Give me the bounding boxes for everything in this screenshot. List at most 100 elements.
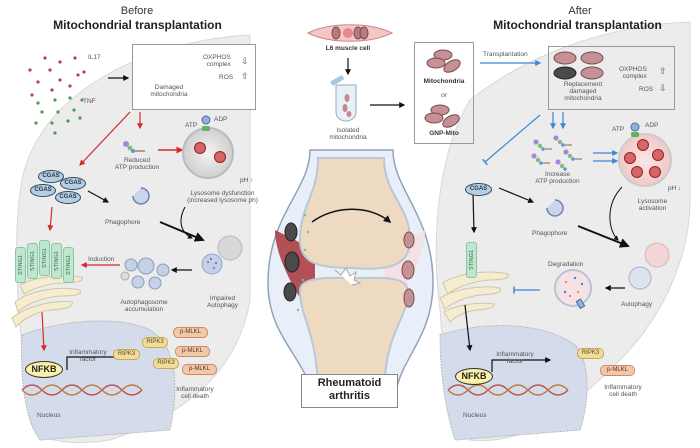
cgas-protein: CGAS	[30, 184, 56, 197]
right-nucleus	[439, 325, 588, 441]
degradation-lysosome	[554, 269, 592, 307]
induction-label: Induction	[88, 256, 115, 263]
oxphos-up-icon: ⇧	[659, 66, 667, 76]
tnf-label: TNF	[83, 98, 96, 105]
ripk3-badge: RIPK3	[153, 358, 179, 369]
cgas-to-phagophore-arrow-right	[498, 187, 535, 203]
phagophore-arrow	[159, 221, 205, 242]
nucleus-label-left: Nucleus	[37, 412, 61, 419]
phagophore-to-autophagy-arrow	[577, 225, 630, 248]
oxphos-down-icon: ⇩	[241, 56, 249, 66]
mitochondria-source-box: Mitochondria or GNP-Mito	[414, 42, 474, 144]
healthy-mitochondria-source	[424, 49, 461, 128]
red-arrow-to-nfkb	[40, 311, 47, 352]
cgas-protein-right: CGAS	[465, 183, 492, 196]
autolysosome-phagosome	[628, 266, 652, 290]
atp-molecules-right	[531, 135, 582, 171]
gnp-mito-option: GNP-Mito	[429, 130, 459, 137]
right-title-main: Mitochondrial transplantation	[493, 18, 662, 32]
or-label: or	[441, 92, 447, 99]
sting1-protein: STING1	[51, 243, 62, 279]
ripk3-badge: RIPK3	[142, 337, 168, 348]
cgas-to-phagophore-arrow	[87, 190, 110, 203]
lysosome-dysfunction-label: Lysosome dysfunction(increased lysosome …	[187, 190, 258, 204]
ros-label: ROS	[219, 74, 234, 81]
adp-label-right: ADP	[645, 122, 659, 129]
phagophore-label-left: Phagophore	[105, 219, 141, 226]
ros-label-right: ROS	[639, 86, 654, 93]
ros-up-icon: ⇧	[241, 71, 249, 81]
dna-helix-right	[447, 384, 569, 396]
l6-muscle-cell-label: L6 muscle cell	[325, 45, 371, 52]
left-title-main: Mitochondrial transplantation	[53, 18, 222, 32]
autolysosome-lysosome	[644, 242, 670, 268]
cgas-protein: CGAS	[55, 191, 81, 204]
golgi-right	[439, 271, 509, 323]
cgas-protein: CGAS	[60, 177, 86, 190]
phagophore-label-right: Phagophore	[532, 230, 568, 237]
adp-label-left: ADP	[214, 116, 228, 123]
ph-down-label: pH ↓	[668, 185, 682, 192]
il17-dots	[28, 56, 86, 97]
nfkb-right: NFKB	[455, 368, 493, 385]
nfkb-left: NFKB	[25, 361, 63, 378]
hplus-ion	[194, 142, 206, 154]
red-arrow-to-sting	[47, 206, 54, 232]
tnf-dots	[34, 96, 84, 135]
phagophore-right	[546, 199, 564, 217]
left-transcription-arrow	[66, 354, 125, 370]
pmlkl-badge: p-MLKL	[182, 364, 217, 375]
ripk3-badge-right: RIPK3	[577, 348, 604, 359]
phagophore-left	[132, 187, 150, 205]
cgas-protein: CGAS	[38, 170, 64, 183]
lysosome-curve-arrow	[180, 206, 193, 239]
pmlkl-badge: p-MLKL	[175, 346, 210, 357]
sting1-protein: STING1	[63, 247, 74, 283]
atp-label-left: ATP	[185, 122, 198, 129]
right-transcription-arrow	[491, 357, 552, 372]
nucleus-label-right: Nucleus	[463, 412, 487, 419]
mitochondria-option: Mitochondria	[423, 78, 465, 85]
hplus-ion	[214, 151, 226, 163]
ph-up-label: pH ↑	[240, 177, 254, 184]
impaired-lysosome	[217, 235, 243, 261]
pmlkl-badge: p-MLKL	[173, 327, 208, 338]
sting1-protein: STING1	[15, 247, 26, 283]
eppendorf-tube	[335, 84, 357, 122]
replacement-mitochondria	[553, 51, 604, 80]
autophagy-label: Autophagy	[621, 301, 653, 308]
il17-label: IL17	[88, 54, 101, 61]
atpase-pump	[201, 115, 211, 125]
right-title-after: After	[568, 5, 592, 17]
ripk3-badge: RIPK3	[113, 349, 140, 360]
pmlkl-badge-right: p-MLKL	[600, 365, 635, 376]
transplantation-label: Transplantation	[483, 51, 528, 58]
impaired-autophagosome	[201, 253, 223, 275]
atp-molecule-left	[123, 141, 145, 153]
autophagosome-accumulation	[124, 257, 170, 290]
lysosome-activation-curve	[609, 186, 623, 241]
degradation-label: Degradation	[548, 261, 584, 268]
rheumatoid-joint	[267, 149, 434, 401]
cgas-to-sting-arrow	[470, 192, 477, 234]
dna-helix-left	[21, 384, 143, 396]
atp-label-right: ATP	[612, 126, 625, 133]
red-arrow-to-cgas	[79, 111, 131, 166]
sting-to-nfkb-arrow	[464, 304, 473, 352]
